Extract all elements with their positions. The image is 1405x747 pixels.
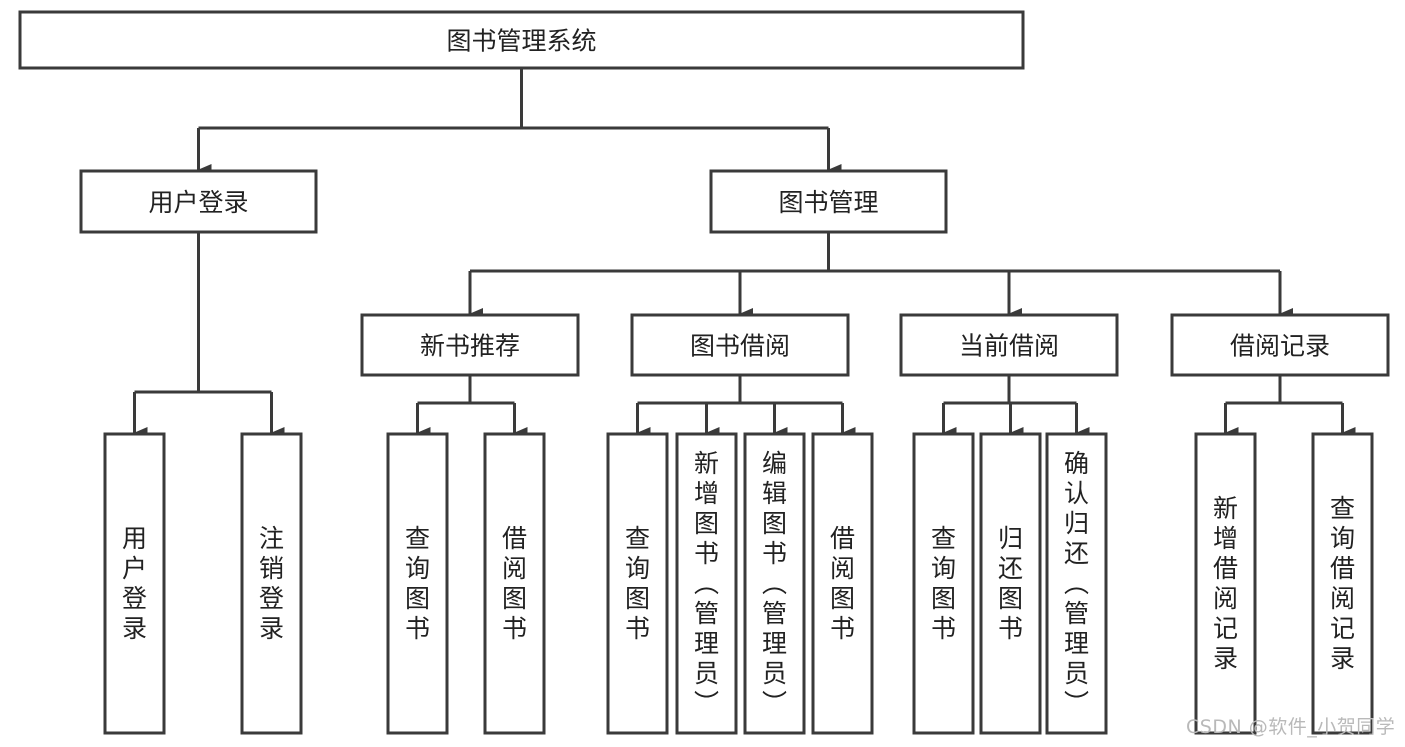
node-box	[1045, 432, 1108, 735]
node-leaf-rec-2[interactable]: 查询借阅记录	[1311, 432, 1374, 735]
node-label: 用户登录	[122, 524, 147, 643]
connector-layer	[133, 68, 1356, 439]
node-box	[1311, 432, 1374, 735]
node-label: 归还图书	[998, 524, 1023, 643]
node-leaf-new-2[interactable]: 借阅图书	[483, 432, 546, 735]
node-root[interactable]: 图书管理系统	[18, 10, 1025, 70]
node-label: 图书管理系统	[446, 27, 596, 56]
node-label: 新增图书︵管理员︶	[694, 449, 719, 718]
node-box	[103, 432, 166, 735]
node-box	[675, 432, 738, 735]
node-label: 借阅图书	[830, 524, 855, 643]
node-box	[630, 313, 850, 377]
node-leaf-cur-1[interactable]: 查询图书	[912, 432, 975, 735]
node-layer: 图书管理系统用户登录图书管理新书推荐图书借阅当前借阅借阅记录用户登录注销登录查询…	[18, 10, 1390, 735]
node-box	[386, 432, 449, 735]
node-record[interactable]: 借阅记录	[1170, 313, 1390, 377]
node-leaf-cur-3[interactable]: 确认归还︵管理员︶	[1045, 432, 1108, 735]
node-leaf-rec-1[interactable]: 新增借阅记录	[1194, 432, 1257, 735]
node-leaf-bor-4[interactable]: 借阅图书	[811, 432, 874, 735]
node-bookmgmt[interactable]: 图书管理	[709, 169, 948, 234]
node-label: 用户登录	[148, 188, 248, 217]
node-box	[899, 313, 1119, 377]
node-label: 查询图书	[625, 524, 650, 643]
node-box	[811, 432, 874, 735]
node-leaf-bor-3[interactable]: 编辑图书︵管理员︶	[743, 432, 806, 735]
node-box	[360, 313, 580, 377]
node-current[interactable]: 当前借阅	[899, 313, 1119, 377]
node-label: 查询借阅记录	[1330, 494, 1355, 673]
watermark-text: CSDN @软件_小贺同学	[1186, 716, 1396, 738]
node-label: 图书借阅	[690, 332, 790, 361]
node-leaf-cur-2[interactable]: 归还图书	[979, 432, 1042, 735]
node-label: 编辑图书︵管理员︶	[762, 449, 787, 718]
node-label: 确认归还︵管理员︶	[1064, 449, 1089, 718]
node-label: 注销登录	[259, 524, 284, 643]
node-newbook[interactable]: 新书推荐	[360, 313, 580, 377]
node-leaf-bor-2[interactable]: 新增图书︵管理员︶	[675, 432, 738, 735]
node-label: 借阅记录	[1230, 332, 1330, 361]
node-box	[606, 432, 669, 735]
node-leaf-new-1[interactable]: 查询图书	[386, 432, 449, 735]
node-label: 当前借阅	[959, 332, 1059, 361]
node-label: 图书管理	[778, 188, 878, 217]
node-box	[18, 10, 1025, 70]
node-login[interactable]: 用户登录	[79, 169, 318, 234]
node-box	[979, 432, 1042, 735]
node-label: 新增借阅记录	[1213, 494, 1238, 673]
node-label: 新书推荐	[420, 332, 520, 361]
node-leaf-login-2[interactable]: 注销登录	[240, 432, 303, 735]
node-box	[1194, 432, 1257, 735]
node-box	[1170, 313, 1390, 377]
node-label: 查询图书	[931, 524, 956, 643]
node-box	[79, 169, 318, 234]
node-box	[709, 169, 948, 234]
node-borrow[interactable]: 图书借阅	[630, 313, 850, 377]
node-box	[743, 432, 806, 735]
node-leaf-bor-1[interactable]: 查询图书	[606, 432, 669, 735]
node-leaf-login-1[interactable]: 用户登录	[103, 432, 166, 735]
node-box	[483, 432, 546, 735]
node-box	[912, 432, 975, 735]
node-label: 查询图书	[405, 524, 430, 643]
node-label: 借阅图书	[502, 524, 527, 643]
node-box	[240, 432, 303, 735]
